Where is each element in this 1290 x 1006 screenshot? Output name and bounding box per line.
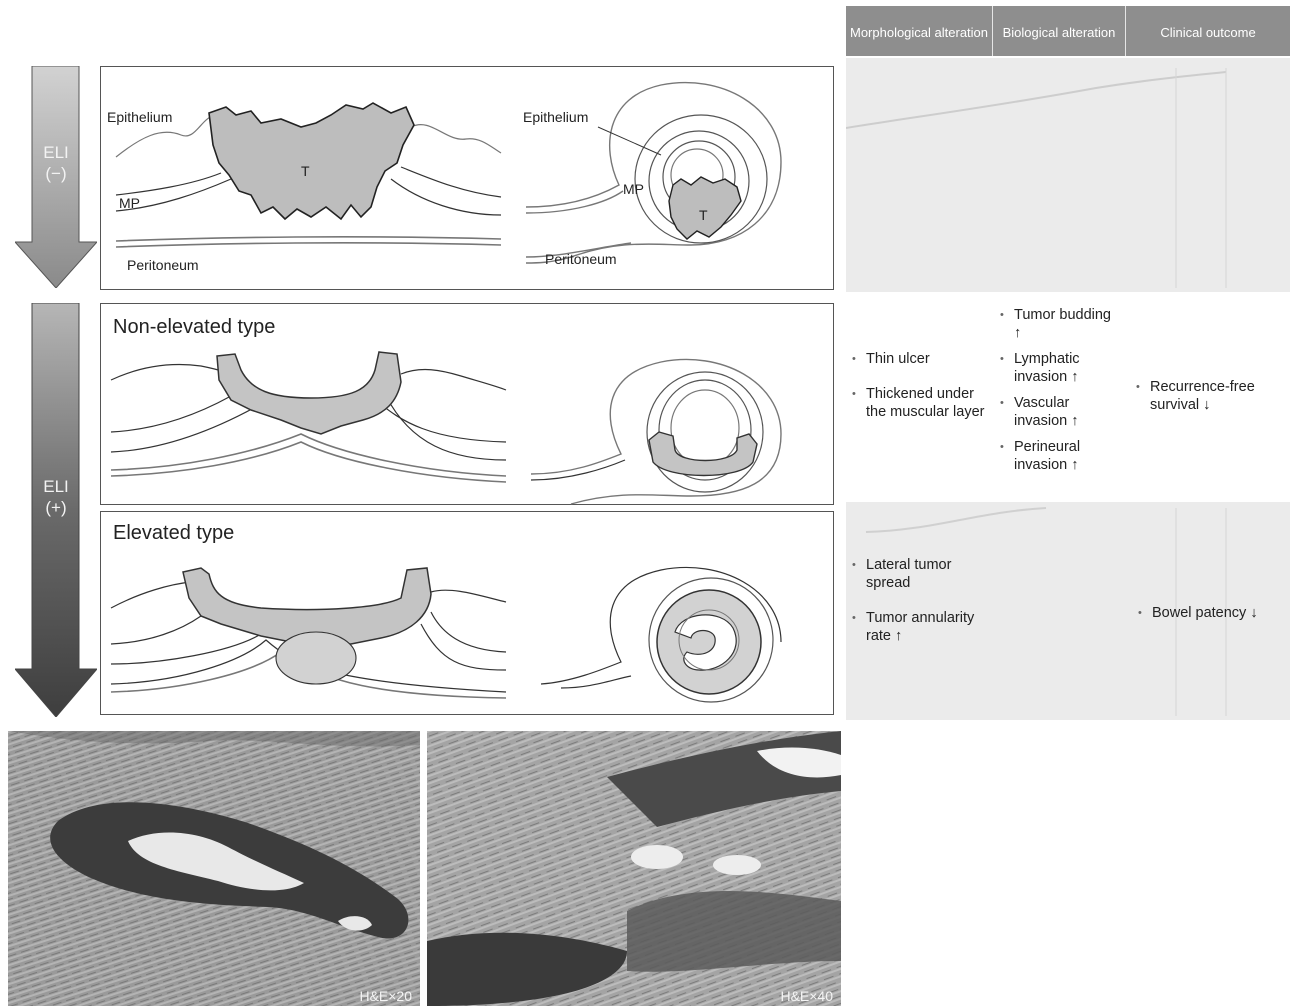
label-mp-right: MP — [623, 181, 644, 197]
non-elevated-biological-list: Tumor budding ↑ Lymphatic invasion ↑ Vas… — [1000, 306, 1112, 482]
list-item: Recurrence-free survival ↓ — [1136, 378, 1286, 414]
header-clinical: Clinical outcome — [1126, 6, 1290, 56]
list-item: Lymphatic invasion ↑ — [1000, 350, 1112, 386]
faded-background-plot-top — [846, 58, 1290, 292]
list-item: Thin ulcer — [852, 350, 992, 368]
elevated-schematic — [101, 512, 835, 716]
header-biological: Biological alteration — [993, 6, 1125, 56]
diagram-panel-non-elevated: Non-elevated type — [100, 303, 834, 505]
micrograph-he-x20: H&E×20 — [8, 731, 420, 1006]
eli-plus-label: ELI (+) — [28, 476, 84, 518]
list-item: Perineural invasion ↑ — [1000, 438, 1112, 474]
label-mp-left: MP — [119, 195, 140, 211]
label-peritoneum-right: Peritoneum — [545, 251, 617, 267]
elevated-morphological-list: Lateral tumor spread Tumor annularity ra… — [852, 556, 982, 662]
non-elevated-morphological-list: Thin ulcer Thickened under the muscular … — [852, 350, 992, 438]
header-morphological: Morphological alteration — [846, 6, 992, 56]
elevated-clinical-list: Bowel patency ↓ — [1138, 604, 1288, 639]
list-item: Bowel patency ↓ — [1138, 604, 1288, 622]
micrograph-caption-x40: H&E×40 — [780, 988, 833, 1004]
list-item: Tumor annularity rate ↑ — [852, 609, 982, 645]
list-item: Vascular invasion ↑ — [1000, 394, 1112, 430]
label-epithelium-left: Epithelium — [107, 109, 172, 125]
list-item: Tumor budding ↑ — [1000, 306, 1112, 342]
eli-minus-label: ELI (−) — [28, 142, 84, 184]
diagram-panel-elevated: Elevated type — [100, 511, 834, 715]
label-peritoneum-left: Peritoneum — [127, 257, 199, 273]
eli-negative-schematic — [101, 67, 835, 291]
label-tumor-right: T — [699, 207, 708, 223]
list-item: Thickened under the muscular layer — [852, 385, 992, 421]
micrograph-he-x40: H&E×40 — [427, 731, 841, 1006]
diagram-panel-eli-negative: Epithelium MP T Peritoneum Epithelium MP… — [100, 66, 834, 290]
non-elevated-schematic — [101, 304, 835, 506]
list-item: Lateral tumor spread — [852, 556, 982, 592]
label-epithelium-right: Epithelium — [523, 109, 588, 125]
micrograph-caption-x20: H&E×20 — [359, 988, 412, 1004]
non-elevated-clinical-list: Recurrence-free survival ↓ — [1136, 378, 1286, 431]
label-tumor-left: T — [301, 163, 310, 179]
